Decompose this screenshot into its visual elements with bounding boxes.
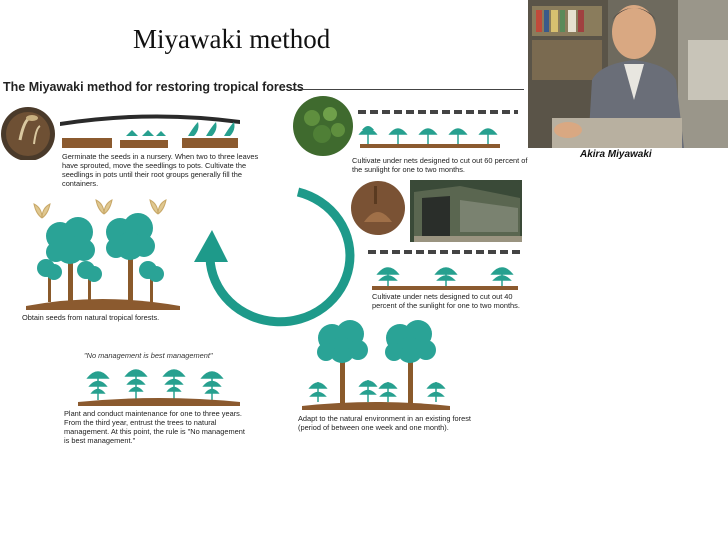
portrait-photo: [528, 0, 728, 162]
nursery-illustration: [0, 100, 260, 160]
cycle-arrow: [180, 178, 360, 338]
title-rule: [292, 89, 524, 90]
nursery-photos: [350, 178, 526, 244]
caption-plant: Plant and conduct maintenance for one to…: [64, 409, 245, 445]
nets60-illustration: [292, 96, 528, 158]
management-quote: "No management is best management": [84, 351, 213, 360]
caption-nets40: Cultivate under nets designed to cut out…: [372, 292, 520, 310]
photo-caption: Akira Miyawaki: [580, 149, 652, 160]
diagram-title: The Miyawaki method for restoring tropic…: [3, 80, 304, 94]
caption-seeds: Obtain seeds from natural tropical fores…: [22, 313, 160, 322]
caption-nets60: Cultivate under nets designed to cut out…: [352, 156, 528, 174]
caption-adapt: Adapt to the natural environment in an e…: [298, 414, 471, 432]
nets40-illustration: [362, 246, 528, 296]
caption-nursery: Germinate the seeds in a nursery. When t…: [62, 152, 259, 188]
plant-illustration: [74, 360, 244, 410]
slide-title: Miyawaki method: [133, 24, 331, 54]
adapt-illustration: [296, 318, 456, 412]
forest-illustration: [20, 196, 184, 312]
